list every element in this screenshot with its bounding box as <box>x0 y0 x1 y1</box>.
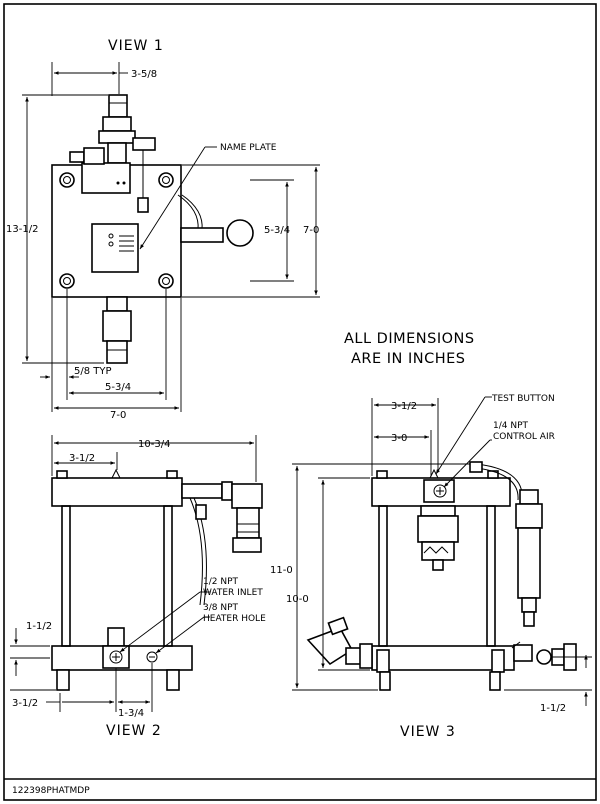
control-air-size: 1/4 NPT <box>493 421 529 431</box>
view3-dimensions <box>292 396 592 706</box>
view2-assembly <box>51 468 263 691</box>
dim-10-0: 10-0 <box>286 594 309 605</box>
dim-5-8-typ: 5/8 TYP <box>74 366 112 377</box>
view1-top-valve <box>69 94 156 213</box>
heater-hole-size: 3/8 NPT <box>203 603 239 613</box>
view3-title: VIEW 3 <box>400 724 456 740</box>
dim-5-3-4-horizontal: 5-3/4 <box>105 382 131 393</box>
dim-1-3-4: 1-3/4 <box>118 708 144 719</box>
dim-13-1-2: 13-1/2 <box>6 224 38 235</box>
view1-bolts <box>59 172 174 289</box>
view1-bottom-fitting <box>102 296 132 364</box>
dim-3-1-2-bottom: 3-1/2 <box>12 698 38 709</box>
test-button-label: TEST BUTTON <box>491 394 555 404</box>
dim-3-0: 3-0 <box>391 433 407 444</box>
view3-assembly <box>306 461 577 691</box>
dim-1-1-2-right: 1-1/2 <box>540 703 566 714</box>
view2-title: VIEW 2 <box>106 723 162 739</box>
view1-side-gauge <box>177 194 254 247</box>
dim-3-5-8: 3-5/8 <box>131 69 157 80</box>
note-line-2: ARE IN INCHES <box>351 351 466 367</box>
water-inlet-label: WATER INLET <box>203 588 263 598</box>
dim-3-1-2-view3: 3-1/2 <box>391 401 417 412</box>
dim-7-0-vertical: 7-0 <box>303 225 319 236</box>
view1-dimensions <box>22 62 320 412</box>
name-plate-leader <box>139 146 206 250</box>
dim-11-0: 11-0 <box>270 565 293 576</box>
dim-7-0-horizontal: 7-0 <box>110 410 126 421</box>
dim-3-1-2-top: 3-1/2 <box>69 453 95 464</box>
water-inlet-size: 1/2 NPT <box>203 577 239 587</box>
dim-10-3-4: 10-3/4 <box>138 439 170 450</box>
note-line-1: ALL DIMENSIONS <box>344 331 475 347</box>
view2-dimensions <box>10 435 257 712</box>
control-air-label: CONTROL AIR <box>493 432 555 442</box>
drawing-code: 122398PHATMDP <box>12 786 90 796</box>
dim-1-1-2-left: 1-1/2 <box>26 621 52 632</box>
name-plate-label: NAME PLATE <box>220 143 277 153</box>
dim-5-3-4-vertical: 5-3/4 <box>264 225 290 236</box>
view1-name-plate <box>91 223 139 273</box>
drawing-border <box>3 3 597 801</box>
heater-hole-label: HEATER HOLE <box>203 614 266 624</box>
view1-title: VIEW 1 <box>108 38 164 54</box>
